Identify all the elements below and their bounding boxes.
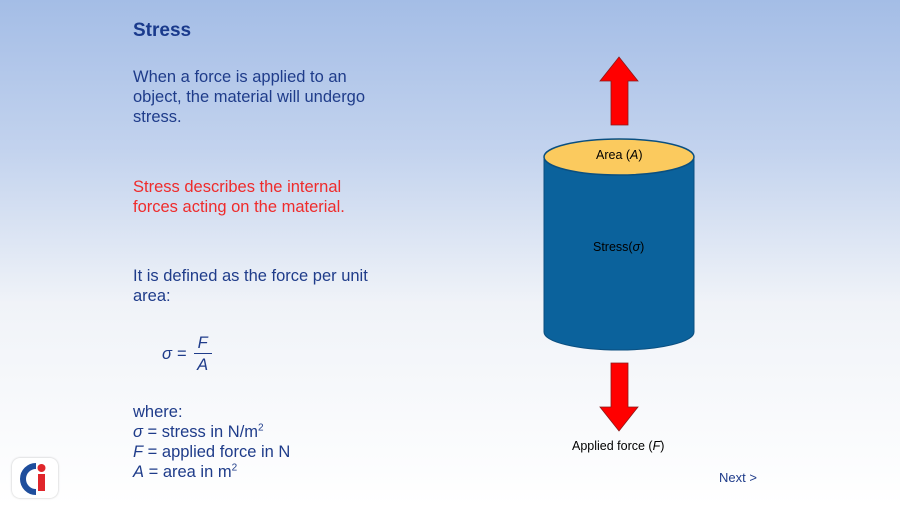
formula-denominator: A — [197, 356, 209, 374]
defined-as-text: It is defined as the force per unit area… — [133, 267, 368, 305]
stress-formula: σ = F A — [162, 334, 212, 375]
where-item-stress: σ = stress in N/m2 — [133, 422, 264, 441]
formula-sigma: σ — [162, 345, 172, 363]
intro-text: When a force is applied to an object, th… — [133, 68, 366, 126]
formula-numerator: F — [193, 334, 212, 354]
formula-equals: = — [176, 345, 187, 363]
where-item-force: F = applied force in N — [133, 443, 291, 461]
stress-label: Stress(σ) — [593, 240, 645, 254]
where-item-area: A = area in m2 — [133, 462, 238, 481]
next-button[interactable]: Next > — [719, 470, 757, 485]
formula-fraction: F A — [193, 334, 212, 375]
stress-diagram: Area (A) Stress(σ) Applied force (F) — [520, 50, 730, 470]
area-label: Area (A) — [596, 148, 643, 162]
definition-highlight-text: Stress describes the internal forces act… — [133, 178, 345, 216]
arrow-down-icon — [599, 362, 639, 432]
slide-title: Stress — [133, 20, 192, 41]
where-legend: where: σ = stress in N/m2 F = applied fo… — [133, 402, 290, 482]
arrow-up-icon — [599, 56, 639, 126]
where-label: where: — [133, 403, 183, 421]
ci-logo-icon — [12, 458, 58, 498]
cylinder-diagram — [543, 56, 695, 432]
applied-force-label: Applied force (F) — [572, 439, 665, 453]
